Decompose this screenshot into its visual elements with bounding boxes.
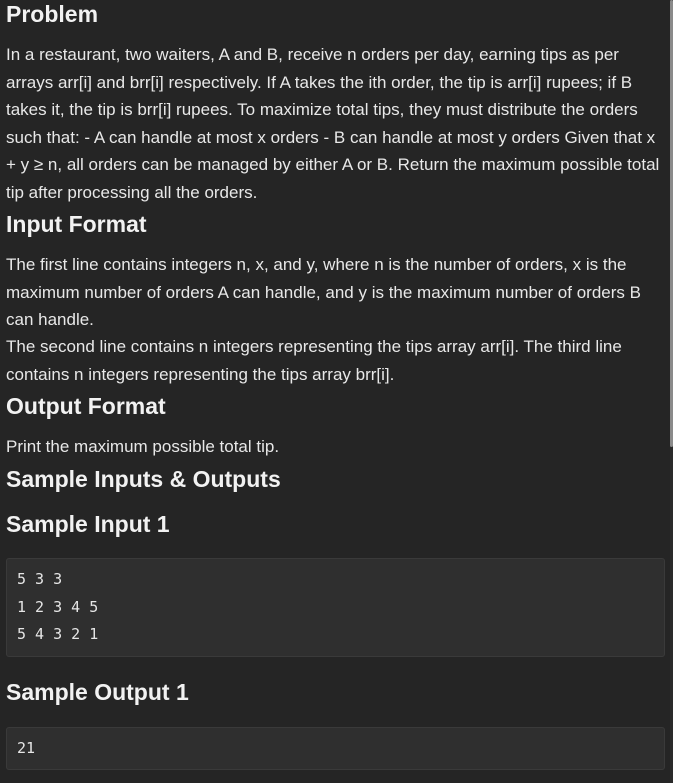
scrollbar-thumb[interactable] xyxy=(670,0,673,447)
sample-input-heading: Sample Input 1 xyxy=(6,511,170,537)
problem-description: In a restaurant, two waiters, A and B, r… xyxy=(6,45,660,202)
scrollbar[interactable] xyxy=(670,0,673,783)
sample-input-line: 5 3 3 xyxy=(17,570,63,588)
sample-output-block: 21 xyxy=(6,727,665,770)
output-format-heading: Output Format xyxy=(6,393,166,419)
output-format-text: Print the maximum possible total tip. xyxy=(6,437,280,456)
sample-output-heading: Sample Output 1 xyxy=(6,679,189,705)
samples-heading: Sample Inputs & Outputs xyxy=(6,466,281,492)
input-format-line1: The first line contains integers n, x, a… xyxy=(6,255,641,329)
sample-input-line: 5 4 3 2 1 xyxy=(17,625,99,643)
sample-input-line: 1 2 3 4 5 xyxy=(17,597,99,616)
sample-output-line: 21 xyxy=(17,739,36,757)
input-format-line2: The second line contains n integers repr… xyxy=(6,337,622,384)
problem-heading: Problem xyxy=(6,1,99,27)
sample-input-block: 5 3 3 1 2 3 4 5 5 4 3 2 1 xyxy=(6,558,665,657)
input-format-heading: Input Format xyxy=(6,211,147,237)
